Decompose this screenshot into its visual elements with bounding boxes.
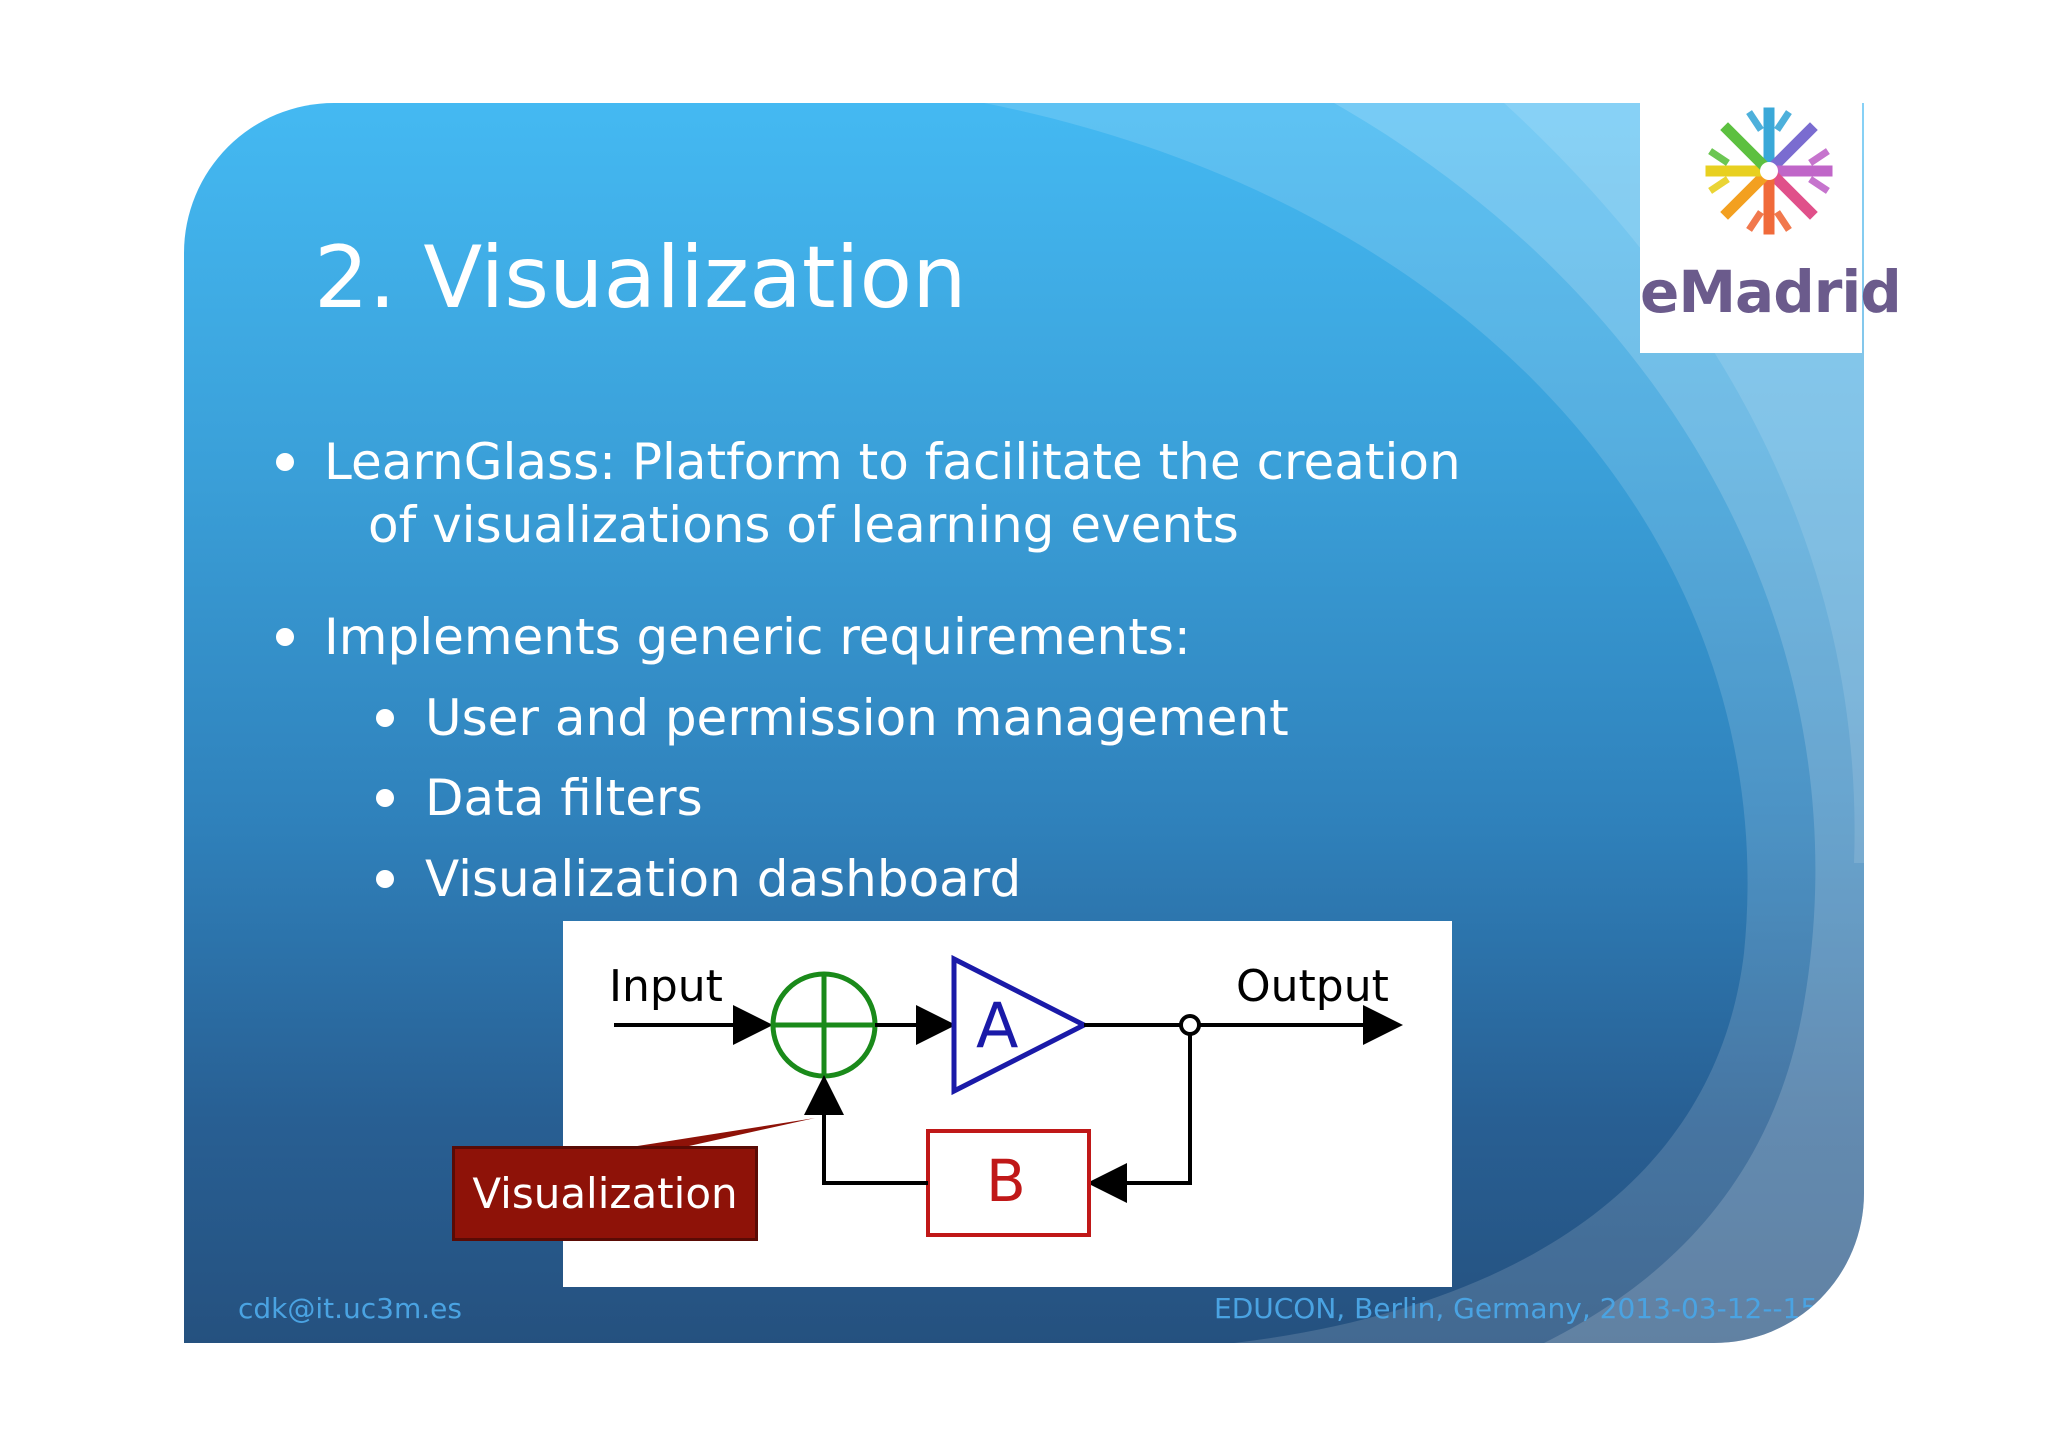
block-a-label: A bbox=[976, 989, 1019, 1062]
visualization-callout: Visualization bbox=[452, 1146, 758, 1241]
feedback-b-block bbox=[926, 1129, 1091, 1237]
sub-bullet-item: Visualization dashboard bbox=[376, 847, 1022, 911]
footer-event: EDUCON, Berlin, Germany, 2013-03-12--15 bbox=[1214, 1292, 1819, 1325]
bullet-text-line2: of visualizations of learning events bbox=[368, 496, 1239, 554]
emadrid-logo-text: eMadrid bbox=[1640, 258, 1902, 326]
feedback-line-left bbox=[804, 1075, 928, 1185]
sub-bullet-text: Data filters bbox=[425, 769, 703, 827]
footer-email: cdk@it.uc3m.es bbox=[238, 1292, 462, 1325]
sub-bullet-text: User and permission management bbox=[425, 689, 1289, 747]
bullet-text-line1: LearnGlass: Platform to facilitate the c… bbox=[324, 433, 1461, 491]
bullet-dot bbox=[376, 789, 394, 807]
block-b-label: B bbox=[986, 1147, 1026, 1215]
slide-title: 2. Visualization bbox=[314, 228, 967, 328]
bullet-dot bbox=[376, 870, 394, 888]
bullet-item: Implements generic requirements: bbox=[276, 605, 1191, 669]
bullet-dot bbox=[376, 709, 394, 727]
sub-bullet-item: Data filters bbox=[376, 766, 703, 830]
feedback-line-right bbox=[1087, 1034, 1192, 1203]
output-label: Output bbox=[1236, 961, 1389, 1012]
slide-background: 2. Visualization LearnGlass: Platform to… bbox=[184, 103, 1864, 1343]
bullet-dot bbox=[276, 453, 294, 471]
bullet-item-continuation: of visualizations of learning events bbox=[368, 493, 1239, 557]
branch-node bbox=[1179, 1014, 1201, 1036]
emadrid-star-icon bbox=[1705, 107, 1833, 235]
input-label: Input bbox=[609, 961, 723, 1012]
bullet-item: LearnGlass: Platform to facilitate the c… bbox=[276, 430, 1461, 494]
bullet-dot bbox=[276, 628, 294, 646]
amplifier-a-block bbox=[951, 954, 1090, 1096]
sub-bullet-text: Visualization dashboard bbox=[425, 850, 1022, 908]
bullet-text: Implements generic requirements: bbox=[324, 608, 1191, 666]
sub-bullet-item: User and permission management bbox=[376, 686, 1289, 750]
emadrid-logo: eMadrid bbox=[1640, 103, 1902, 353]
